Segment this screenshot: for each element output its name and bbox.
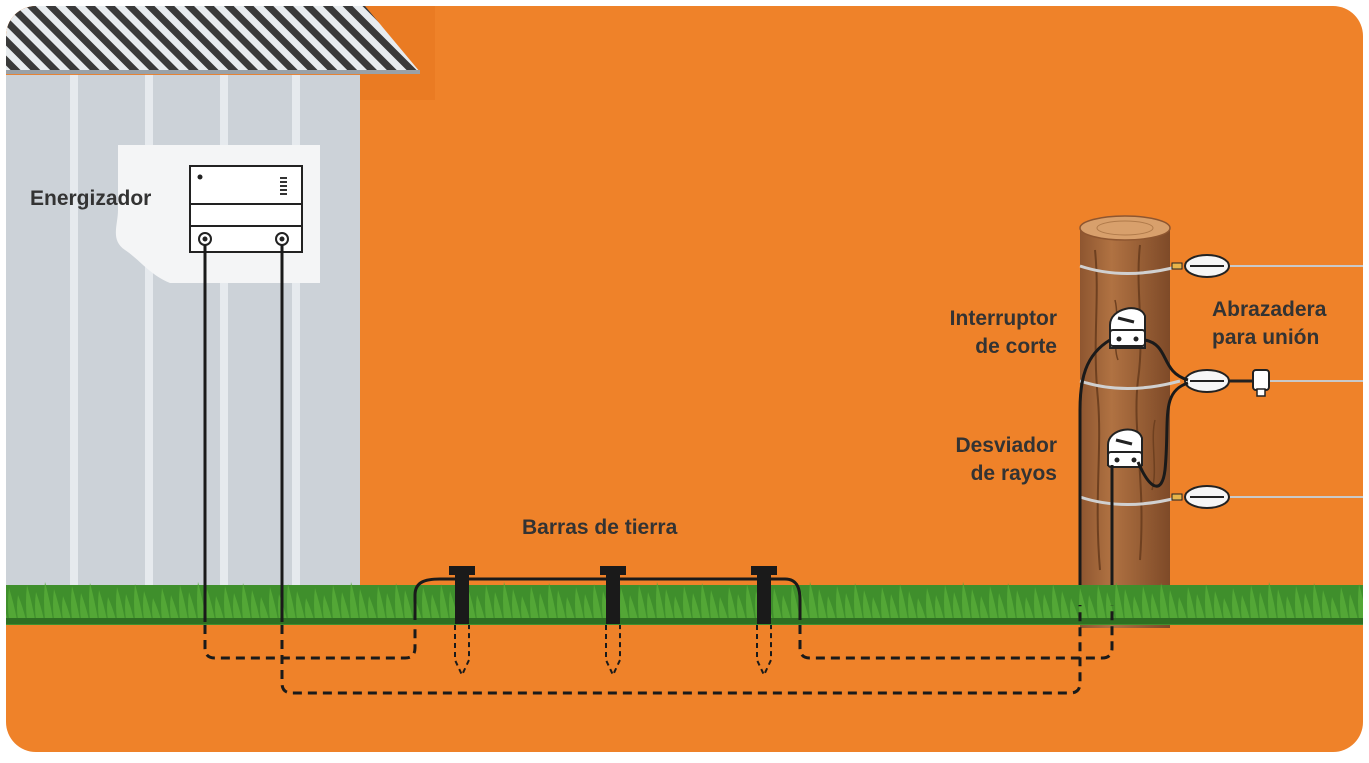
insulator-bottom-icon bbox=[1171, 485, 1230, 509]
cutout-switch-label-line2: de corte bbox=[975, 335, 1057, 358]
shed-roof bbox=[6, 6, 420, 72]
joint-clamp-label-line1: Abrazadera bbox=[1212, 298, 1327, 321]
energizer-unit bbox=[189, 165, 303, 253]
energizer-leads bbox=[203, 245, 284, 622]
joint-clamp-icon bbox=[1229, 369, 1270, 397]
ground-rod-2 bbox=[600, 566, 626, 624]
energizer-label: Energizador bbox=[30, 187, 151, 210]
ground-rod-1 bbox=[449, 566, 475, 624]
power-led-icon bbox=[197, 174, 203, 180]
lightning-diverter-label-line1: Desviador bbox=[955, 434, 1057, 457]
grass-strip bbox=[6, 582, 1363, 625]
underground-wiring bbox=[203, 605, 1114, 695]
cutout-switch-icon bbox=[1109, 307, 1146, 349]
insulator-middle-icon bbox=[1184, 369, 1230, 393]
post-wiring bbox=[1078, 338, 1189, 600]
lightning-diverter-icon bbox=[1107, 428, 1143, 468]
wooden-post bbox=[1079, 215, 1181, 628]
cutout-switch-label-line1: Interruptor bbox=[950, 307, 1057, 330]
ground-rods-label: Barras de tierra bbox=[522, 516, 678, 539]
ground-rod-3 bbox=[751, 566, 777, 624]
insulator-top-icon bbox=[1171, 254, 1230, 278]
fence-wires bbox=[1230, 265, 1363, 498]
lightning-diverter-label-line2: de rayos bbox=[971, 462, 1057, 485]
vent-grille-icon bbox=[280, 177, 287, 195]
joint-clamp-label-line2: para unión bbox=[1212, 326, 1319, 349]
